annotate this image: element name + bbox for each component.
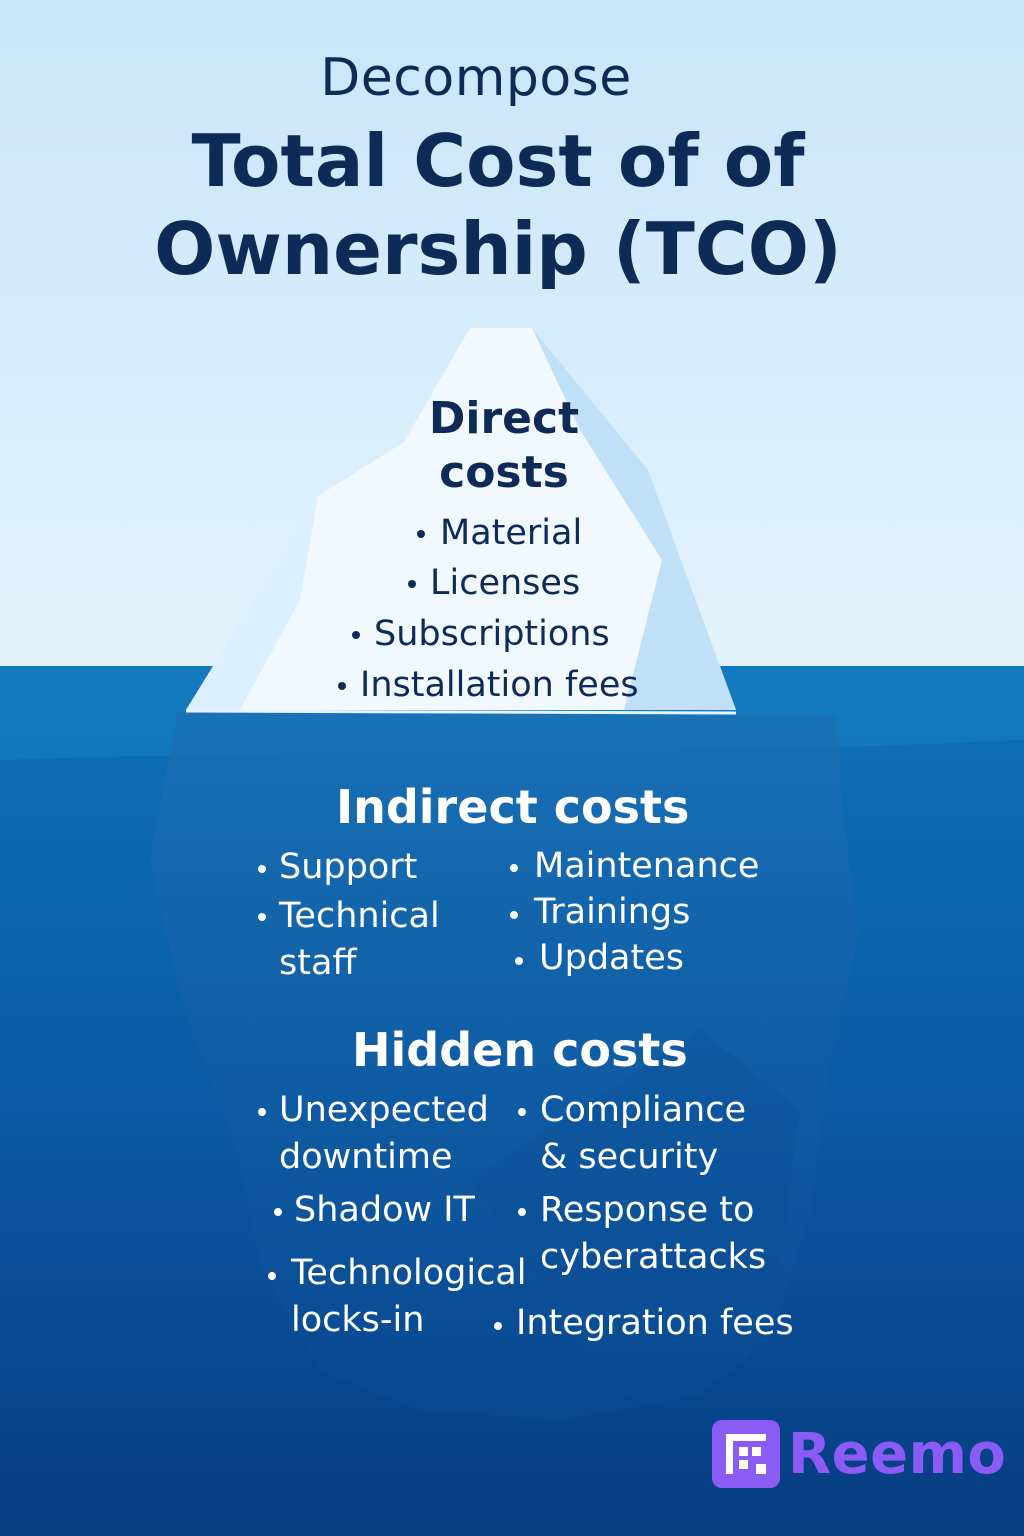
bullet-icon	[417, 530, 425, 538]
bullet-icon	[274, 1208, 282, 1216]
brand-name: Reemo	[788, 1421, 1007, 1487]
direct-item-installation-fees: Installation fees	[360, 665, 639, 705]
iceberg-shade	[532, 328, 736, 710]
indirect-costs-heading: Indirect costs	[336, 780, 690, 834]
bullet-icon	[258, 1108, 266, 1116]
underwater-iceberg	[150, 712, 858, 1420]
indirect-item-support: Support	[279, 847, 418, 887]
indirect-item-trainings: Trainings	[534, 892, 691, 932]
hidden-item-technological-locks-in: Technological locks-in	[291, 1253, 527, 1340]
bullet-icon	[510, 864, 518, 872]
direct-costs-heading: Direct costs	[428, 393, 580, 498]
waterline	[185, 709, 737, 715]
reemo-logo-icon	[712, 1420, 780, 1488]
hidden-item-response-to-cyberattacks: Response to cyberattacks	[540, 1190, 767, 1277]
bullet-icon	[510, 911, 518, 919]
bullet-icon	[494, 1322, 502, 1330]
bullet-icon	[408, 580, 416, 588]
page-title-line-2: Ownership (TCO)	[154, 207, 842, 291]
bullet-icon	[268, 1272, 276, 1280]
hidden-item-compliance-security: Compliance & security	[540, 1090, 747, 1177]
bullet-icon	[352, 631, 360, 639]
bullet-icon	[258, 913, 266, 921]
bullet-icon	[518, 1208, 526, 1216]
title-kicker: Decompose	[320, 48, 632, 108]
iceberg-shade-left	[186, 496, 318, 710]
direct-item-material: Material	[440, 513, 583, 553]
bullet-icon	[338, 682, 346, 690]
indirect-item-maintenance: Maintenance	[534, 846, 760, 886]
hidden-item-unexpected-downtime: Unexpected downtime	[279, 1090, 489, 1177]
hidden-item-integration-fees: Integration fees	[516, 1303, 794, 1343]
bullet-icon	[258, 865, 266, 873]
bullet-icon	[518, 1108, 526, 1116]
direct-item-licenses: Licenses	[430, 563, 581, 603]
hidden-item-shadow-it: Shadow IT	[294, 1190, 475, 1230]
hidden-costs-heading: Hidden costs	[352, 1023, 688, 1077]
brand-logo: Reemo	[712, 1420, 1006, 1488]
direct-item-subscriptions: Subscriptions	[374, 614, 610, 654]
bullet-icon	[515, 957, 523, 965]
page-title-line-1: Total Cost of of	[191, 119, 805, 203]
underwater-facet	[470, 1030, 800, 1400]
indirect-item-updates: Updates	[539, 938, 684, 978]
indirect-item-technical-staff: Technical staff	[279, 896, 440, 983]
